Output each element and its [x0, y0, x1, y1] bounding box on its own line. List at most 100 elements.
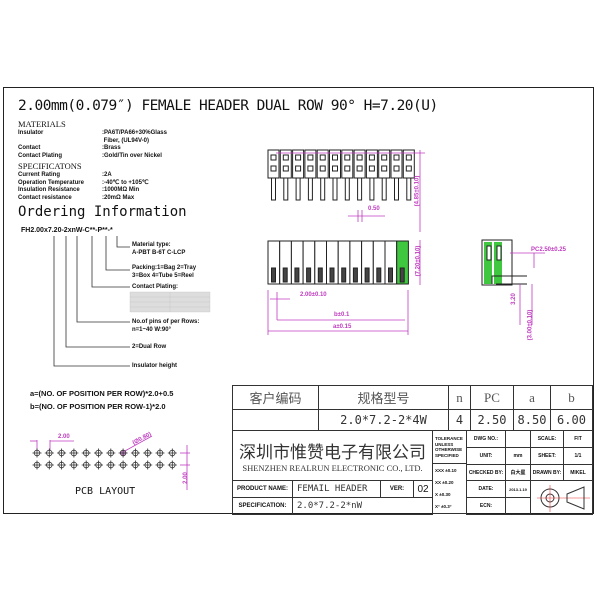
th-b: b: [550, 385, 593, 410]
date-label: DATE:: [466, 480, 506, 498]
mat-value: :PA6T/PA66+30%Glass: [102, 130, 167, 136]
mat-value: :Gold/Tin over Nickel: [102, 152, 162, 159]
pcb-hole: [130, 460, 140, 470]
spec-label: Operation Temperature: [18, 179, 84, 186]
formula-a: a=(NO. OF POSITION PER ROW)*2.0+0.5: [30, 389, 174, 398]
contact-cell: [329, 149, 341, 201]
housing-cell: [267, 240, 281, 285]
housing-cell: [279, 240, 292, 285]
housing-cell: [372, 240, 386, 285]
specification-label: SPECIFICATION:: [232, 497, 293, 515]
spec-value: :-40℃ to +105℃: [102, 179, 149, 186]
side-view: [481, 239, 527, 286]
pcb-hole: [32, 448, 42, 458]
formula-b: b=(NO. OF POSITION PER ROW-1)*2.0: [30, 402, 166, 411]
th-customer-code: 客户编码: [232, 385, 319, 410]
contact-cell: [341, 149, 354, 201]
housing-cell: [361, 240, 374, 285]
front-view: [267, 240, 409, 285]
mat-label: Insulator: [18, 130, 44, 136]
top-view: [267, 149, 415, 201]
pins-line-2: n=1~40 W:90°: [132, 327, 171, 333]
contact-cell: [353, 149, 366, 201]
pcb-hole: [57, 460, 67, 470]
tolerance-row: X° ±0.3°: [435, 504, 452, 510]
th-pc: PC: [470, 385, 514, 410]
contact-cell: [378, 149, 391, 201]
pcb-hole: [32, 460, 42, 470]
td-spec-model: 2.0*7.2-2*4W: [318, 409, 449, 431]
pcb-hole: [167, 448, 177, 458]
ordering-heading: Ordering Information: [18, 204, 187, 220]
dual-row-note: 2=Dual Row: [132, 344, 167, 350]
housing-cell: [396, 240, 409, 285]
material-type-note: Material type:A-PBT B-6T C-LCP: [132, 241, 185, 257]
housing-cell: [384, 240, 398, 285]
tolerance-row: X ±0.30: [435, 492, 451, 498]
td-pc: 2.50: [470, 409, 514, 431]
contact-cell: [304, 149, 317, 201]
pcb-hole: [44, 448, 54, 458]
side-dim-2: (3.00±0.10): [527, 309, 534, 341]
pcb-hole: [106, 448, 116, 458]
packing-note: Packing:1=Bag 2=Tray 3=Box 4=Tube 5=Reel: [132, 264, 196, 280]
spec-label: Insulation Resistance: [18, 187, 80, 194]
dwg-value: [505, 430, 531, 448]
company-name-cn: 深圳市惟赞电子有限公司: [239, 443, 426, 463]
mat-value: Fiber, (UL94V-0): [102, 137, 150, 144]
th-n: n: [448, 385, 471, 410]
drawn-value: MIKEL: [563, 464, 593, 481]
spec-value: :20mΩ Max: [102, 194, 135, 201]
th-spec-model: 规格型号: [318, 385, 449, 410]
product-name: FEMAIL HEADER: [292, 480, 381, 498]
checked-value: 白大星: [505, 464, 531, 481]
drawing-title: 2.00mm(0.079″) FEMALE HEADER DUAL ROW 90…: [18, 98, 438, 114]
unit-value: mm: [505, 447, 531, 465]
pitch-dim: 2.00±0.10: [300, 292, 327, 298]
pcb-hole: [118, 460, 128, 470]
spec-label: Contact resistance: [18, 194, 72, 201]
sheet-label: SHEET:: [530, 447, 564, 465]
packing-line-2: 3=Box 4=Tube 5=Reel: [132, 273, 194, 279]
pcb-hole: [44, 460, 54, 470]
td-a: 8.50: [513, 409, 551, 431]
contact-cell: [390, 149, 403, 201]
mat-value: :Brass: [102, 145, 121, 152]
side-dim-1: 3.20: [510, 293, 517, 305]
material-type-label: Material type:: [132, 242, 171, 248]
scale-label: SCALE:: [530, 430, 564, 448]
contact-cell: [316, 149, 329, 201]
contact-cell: [292, 149, 305, 201]
pcb-hole: [57, 448, 67, 458]
ordering-code: FH2.00x7.20-2xnW-C**-P**-*: [21, 227, 113, 234]
pcb-pitch-dim: 2.00: [58, 434, 70, 440]
company-name-en: SHENZHEN REALRUN ELECTRONIC CO., LTD.: [242, 463, 423, 473]
spec-value: :1000MΩ Min: [102, 187, 140, 194]
date-value: 2013.1.19: [505, 480, 531, 498]
housing-cell: [337, 240, 351, 285]
insulator-height-note: Insulator height: [132, 363, 177, 369]
packing-line-1: Packing:1=Bag 2=Tray: [132, 265, 197, 271]
spec-label: Current Rating: [18, 172, 60, 178]
pcb-hole: [69, 460, 79, 470]
ecn-label: ECN:: [466, 497, 506, 515]
contact-cell: [267, 149, 280, 201]
th-a: a: [513, 385, 551, 410]
contact-cell: [402, 149, 415, 201]
pcb-hole: [106, 460, 116, 470]
housing-cell: [302, 240, 316, 285]
materials-heading: MATERIALS: [18, 119, 66, 129]
a-dim: a±0.15: [333, 324, 352, 330]
pins-note: No.of pins of per Rows:n=1~40 W:90°: [132, 318, 199, 334]
specification: 2.0*7.2-2*nW: [292, 497, 433, 515]
housing-cell: [290, 240, 304, 285]
specifications-list: Current Rating:2A Operation Temperature:…: [18, 172, 149, 202]
body-height-dim: (7.20±0.10): [415, 245, 422, 277]
housing-cell: [349, 240, 363, 285]
td-n: 4: [448, 409, 471, 431]
b-dim: b±0.1: [334, 312, 350, 318]
